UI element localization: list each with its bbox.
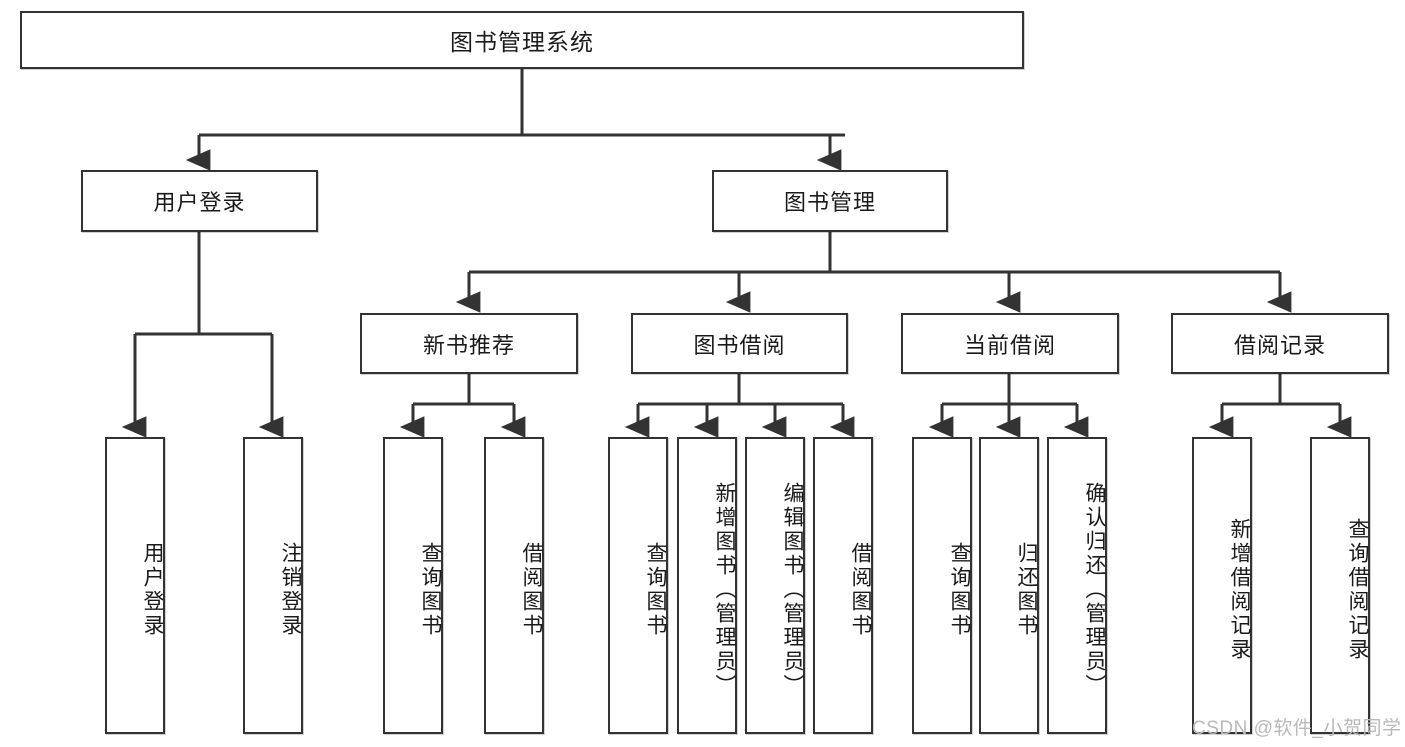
leaf-confirm-return-admin[interactable]: 确认归还（管理员） — [1047, 437, 1107, 734]
leaf-add-book-admin[interactable]: 新增图书（管理员） — [677, 437, 737, 734]
node-book-borrow[interactable]: 图书借阅 — [631, 313, 848, 374]
leaf-user-logout[interactable]: 注销登录 — [243, 437, 303, 734]
leaf-query-borrow-record[interactable]: 查询借阅记录 — [1310, 437, 1370, 734]
node-borrow-record[interactable]: 借阅记录 — [1171, 313, 1389, 374]
leaf-user-login[interactable]: 用户登录 — [105, 437, 165, 734]
node-new-book-recommend[interactable]: 新书推荐 — [360, 313, 578, 374]
node-current-borrow[interactable]: 当前借阅 — [901, 313, 1119, 374]
node-root-system[interactable]: 图书管理系统 — [20, 11, 1024, 69]
node-book-manage[interactable]: 图书管理 — [712, 170, 948, 232]
leaf-query-book-borrow[interactable]: 查询图书 — [608, 437, 668, 734]
leaf-edit-book-admin[interactable]: 编辑图书（管理员） — [745, 437, 805, 734]
leaf-return-book[interactable]: 归还图书 — [979, 437, 1039, 734]
node-user-login[interactable]: 用户登录 — [81, 170, 318, 232]
leaf-add-borrow-record[interactable]: 新增借阅记录 — [1192, 437, 1252, 734]
leaf-borrow-book[interactable]: 借阅图书 — [813, 437, 873, 734]
csdn-watermark: CSDN @软件_小贺同学 — [1192, 718, 1402, 739]
leaf-query-book-current[interactable]: 查询图书 — [912, 437, 972, 734]
leaf-borrow-book-new[interactable]: 借阅图书 — [484, 437, 544, 734]
leaf-query-book-new[interactable]: 查询图书 — [383, 437, 443, 734]
